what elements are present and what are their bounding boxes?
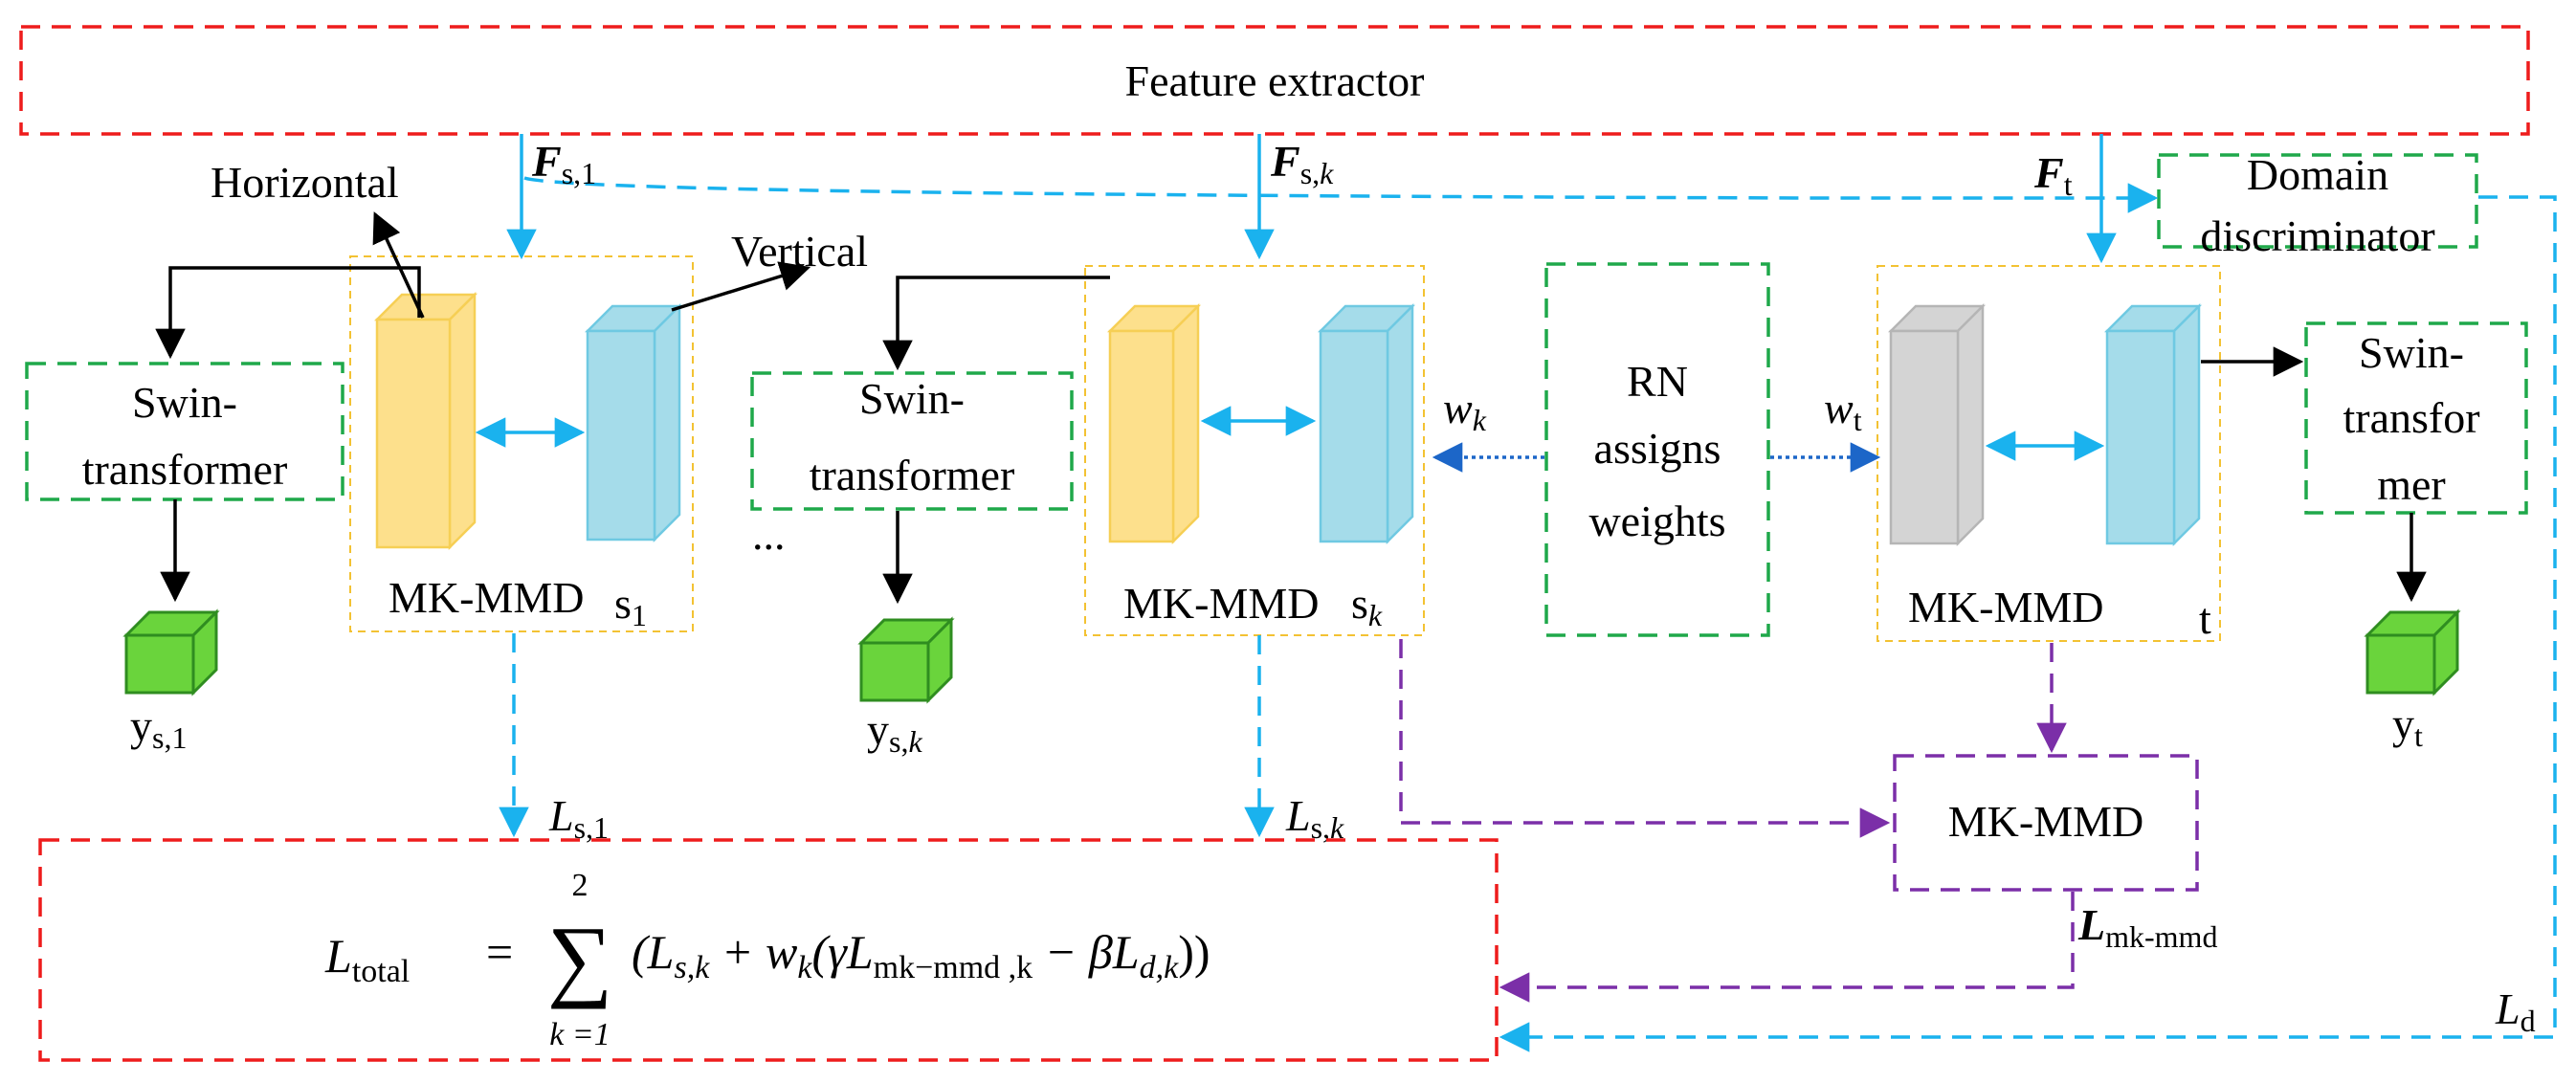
fsk-label: Fs,k bbox=[1270, 137, 1334, 190]
mmd-tag-t: t bbox=[2199, 594, 2211, 643]
rn-line3: weights bbox=[1588, 497, 1725, 545]
wt-label: wt bbox=[1824, 384, 1862, 437]
formula-eq: = bbox=[486, 925, 513, 979]
horizontal-arrow bbox=[372, 211, 425, 319]
domain-discriminator-line1: Domain bbox=[2247, 150, 2388, 199]
swin3-line1: Swin- bbox=[2359, 328, 2464, 377]
swin1-line2: transformer bbox=[82, 445, 288, 494]
mmd-label-s1: MK-MMD bbox=[389, 573, 584, 622]
domain-discriminator-line2: discriminator bbox=[2200, 211, 2434, 260]
output-cube-ys1 bbox=[122, 608, 220, 696]
swin-transformer-1-box bbox=[25, 362, 344, 501]
formula-sum-bottom: k =1 bbox=[549, 1017, 611, 1052]
formula-body: (Ls,k + wk(γLmk−mmd ,k − βLd,k)) bbox=[632, 925, 1210, 985]
target-cyan-block bbox=[2103, 302, 2203, 547]
ld-label: Ld bbox=[2495, 984, 2536, 1038]
output-cube-yt bbox=[2364, 608, 2461, 696]
swin2-line2: transformer bbox=[810, 451, 1015, 499]
mmd-label-sk: MK-MMD bbox=[1123, 579, 1319, 628]
target1-feature-block bbox=[584, 302, 683, 543]
feature-extractor-box bbox=[19, 25, 2530, 136]
to-swin2-arrow bbox=[882, 276, 1110, 371]
vertical-label: Vertical bbox=[731, 227, 868, 276]
mmd-group-s1 bbox=[349, 255, 694, 632]
swin3-line3: mer bbox=[2377, 460, 2446, 509]
swin-transformer-3-box bbox=[2304, 321, 2528, 515]
rn-line1: RN bbox=[1627, 357, 1688, 406]
vertical-arrow bbox=[671, 261, 811, 312]
ellipsis: ... bbox=[752, 510, 786, 559]
swin1-line1: Swin- bbox=[132, 378, 237, 427]
domain-discriminator-box bbox=[2157, 153, 2478, 249]
sourcek-feature-block bbox=[1106, 302, 1202, 545]
mk-mmd-loss-label: MK-MMD bbox=[1948, 797, 2143, 846]
lmk-to-total-arrow bbox=[1499, 892, 2075, 1003]
ld-to-total-arrow bbox=[1499, 195, 2557, 1052]
source1-feature-block bbox=[373, 291, 478, 551]
fs1-to-discriminator-dashed bbox=[523, 176, 2159, 213]
wk-label: wk bbox=[1443, 384, 1487, 437]
ft-label: Ft bbox=[2033, 148, 2073, 202]
ls1-label: Ls,1 bbox=[548, 791, 609, 845]
rn-line2: assigns bbox=[1594, 424, 1721, 473]
mmd-group-sk bbox=[1084, 265, 1425, 636]
output-cube-ysk bbox=[857, 616, 955, 704]
horizontal-label: Horizontal bbox=[211, 158, 399, 207]
swin3-line2: transfor bbox=[2343, 393, 2479, 442]
feature-extractor-label: Feature extractor bbox=[1125, 56, 1425, 105]
sk-to-mmd-box-arrow bbox=[1399, 639, 1891, 838]
yt-label: yt bbox=[2392, 699, 2423, 753]
rn-weights-box bbox=[1544, 262, 1770, 637]
formula-sum-top: 2 bbox=[572, 868, 588, 903]
ys1-label: ys,1 bbox=[130, 701, 187, 755]
fs1-label: Fs,1 bbox=[531, 137, 596, 190]
mk-mmd-loss-box bbox=[1893, 754, 2199, 892]
mmd-tag-s1: s1 bbox=[614, 579, 647, 632]
target-gray-block bbox=[1887, 302, 1987, 547]
to-swin1-arrow bbox=[155, 266, 421, 360]
swin-transformer-2-box bbox=[750, 371, 1074, 511]
lsk-label: Ls,k bbox=[1285, 791, 1344, 845]
targetk-feature-block bbox=[1317, 302, 1416, 545]
lmk-label: Lmk-mmd bbox=[2077, 900, 2217, 954]
mmd-tag-sk: sk bbox=[1351, 579, 1383, 632]
mmd-group-t bbox=[1876, 265, 2221, 642]
formula-lhs: Ltotal bbox=[324, 929, 410, 989]
total-loss-box bbox=[38, 838, 1499, 1062]
formula-sigma: ∑ bbox=[547, 907, 612, 1009]
swin2-line1: Swin- bbox=[859, 374, 965, 423]
ysk-label: ys,k bbox=[867, 705, 922, 759]
mmd-label-t: MK-MMD bbox=[1908, 583, 2103, 631]
total-loss-formula: Ltotal = 2 ∑ k =1 (Ls,k + wk(γLmk−mmd ,k… bbox=[324, 868, 1210, 1052]
